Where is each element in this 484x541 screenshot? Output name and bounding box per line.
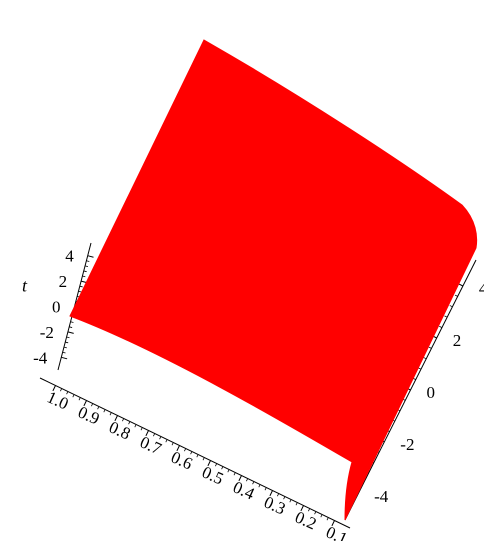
red-surface: [69, 39, 478, 521]
front-axis-minor-tick: [72, 394, 75, 398]
right-axis-minor-tick: [423, 357, 427, 360]
front-axis-minor-tick: [171, 442, 174, 446]
t-axis-minor-tick: [63, 346, 67, 349]
right-axis-minor-tick: [418, 367, 422, 370]
front-axis-minor-tick: [190, 451, 193, 455]
right-axis-minor-tick: [449, 305, 453, 308]
front-axis-minor-tick: [246, 478, 249, 482]
front-axis-minor-tick: [78, 397, 81, 401]
front-axis-tick: [269, 490, 273, 497]
front-axis-minor-tick: [314, 511, 317, 515]
t-axis-tick: [87, 255, 94, 258]
t-axis-tick-label: 2: [59, 272, 68, 291]
front-axis-minor-tick: [109, 412, 112, 416]
front-axis-minor-tick: [308, 508, 311, 512]
t-axis-minor-tick: [86, 260, 90, 262]
front-axis-minor-tick: [97, 406, 100, 410]
front-axis-tick: [83, 400, 87, 407]
right-axis-minor-tick: [428, 346, 432, 349]
front-axis-minor-tick: [140, 427, 143, 431]
t-axis-minor-tick: [69, 326, 73, 328]
t-axis-minor-tick: [83, 270, 87, 273]
front-axis-tick: [176, 445, 180, 452]
front-axis-line: [39, 377, 351, 529]
front-axis-minor-tick: [295, 502, 298, 506]
front-axis-tick-label: 0.1: [323, 522, 350, 541]
front-axis-tick: [145, 430, 149, 437]
right-axis-tick-label: -4: [374, 487, 389, 506]
right-axis-minor-tick: [454, 294, 458, 297]
t-axis-tick-label: -4: [33, 348, 48, 367]
t-axis-minor-tick: [82, 275, 86, 278]
front-axis-tick: [207, 460, 211, 467]
t-axis-minor-tick: [79, 285, 83, 288]
front-axis-minor-tick: [60, 388, 63, 392]
front-axis-minor-tick: [227, 469, 230, 473]
right-axis-tick-label: 0: [427, 383, 436, 402]
t-axis-minor-tick: [66, 336, 70, 339]
front-axis-tick: [238, 475, 242, 482]
t-axis-minor-tick: [84, 265, 89, 268]
front-axis-minor-tick: [277, 493, 280, 497]
t-axis-tick: [67, 331, 74, 334]
t-axis-minor-tick: [78, 290, 82, 293]
t-axis-title: t: [22, 275, 28, 295]
t-axis-tick-label: -2: [40, 323, 54, 342]
front-axis-minor-tick: [196, 454, 199, 458]
front-axis-minor-tick: [153, 433, 156, 437]
front-axis-minor-tick: [202, 457, 205, 461]
front-axis-minor-tick: [159, 436, 162, 440]
right-axis-minor-tick: [439, 325, 443, 328]
front-axis-minor-tick: [320, 514, 323, 518]
front-axis-minor-tick: [283, 496, 286, 500]
right-axis-tick-label: 2: [453, 331, 462, 350]
front-axis-minor-tick: [134, 424, 137, 428]
front-axis-tick: [52, 385, 56, 392]
front-axis-minor-tick: [258, 484, 261, 488]
front-axis-minor-tick: [233, 472, 236, 476]
front-axis-minor-tick: [91, 403, 94, 407]
t-axis-tick: [61, 356, 68, 360]
t-axis-minor-tick: [62, 351, 66, 354]
front-axis-minor-tick: [326, 517, 329, 521]
right-axis-tick-label: 4: [479, 279, 484, 298]
right-axis-minor-tick: [444, 315, 448, 318]
front-axis-minor-tick: [184, 448, 187, 452]
front-axis-minor-tick: [165, 439, 168, 443]
t-axis-tick-label: 0: [52, 298, 61, 317]
front-axis-tick: [300, 505, 304, 512]
front-axis-minor-tick: [264, 487, 267, 491]
front-axis-minor-tick: [103, 409, 106, 413]
t-axis-minor-tick: [65, 341, 69, 344]
front-axis-minor-tick: [215, 463, 218, 467]
t-axis-minor-tick: [70, 321, 74, 323]
t-axis-tick-label: 4: [65, 247, 74, 266]
front-axis-minor-tick: [289, 499, 292, 503]
front-axis-minor-tick: [122, 418, 125, 422]
front-axis-minor-tick: [66, 391, 69, 395]
front-axis-tick: [114, 415, 118, 422]
right-axis-tick-label: -2: [400, 435, 414, 454]
front-axis-minor-tick: [221, 466, 224, 470]
front-axis-minor-tick: [128, 421, 131, 425]
front-axis-minor-tick: [252, 481, 255, 485]
front-axis-tick: [331, 520, 335, 527]
